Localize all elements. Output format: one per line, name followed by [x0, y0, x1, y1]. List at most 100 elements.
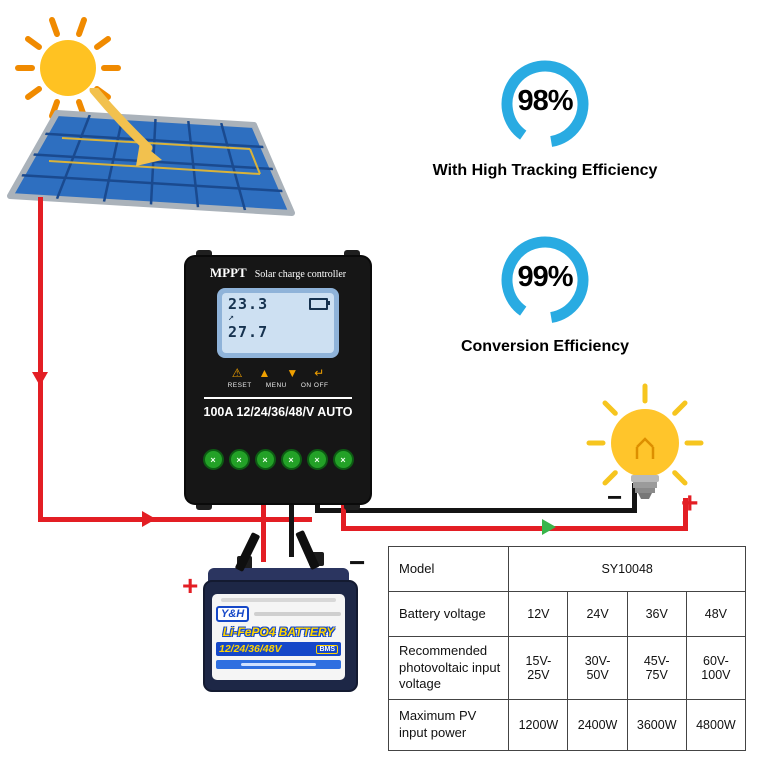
table-cell: 4800W	[685, 699, 747, 751]
table-cell: 30V-50V	[567, 636, 628, 700]
controller-rating: 100A 12/24/36/48/V AUTO	[203, 405, 353, 419]
terminal-screw: ×	[254, 449, 276, 470]
battery-bottom-strip	[216, 660, 341, 669]
wire-load-positive-horizontal	[341, 526, 688, 531]
table-cell: 60V-100V	[685, 636, 747, 700]
lcd-display: 23.3 ↗ 27.7	[217, 288, 339, 358]
controller-button-labels: RESET MENU ON OFF	[186, 382, 370, 389]
table-cell: 12V	[508, 591, 569, 637]
conversion-efficiency-value: 99%	[517, 261, 573, 293]
charge-controller: MPPT Solar charge controller 23.3 ↗ 27.7…	[186, 257, 370, 503]
controller-divider	[204, 397, 352, 399]
table-row: Model SY10048	[387, 546, 746, 592]
wire-pv-positive-vertical	[38, 197, 43, 522]
battery-icon	[309, 298, 330, 310]
wire-load-negative-horizontal	[315, 508, 637, 513]
terminal-screw: ×	[332, 449, 354, 470]
terminal-screw: ×	[280, 449, 302, 470]
bulb-filament	[635, 437, 655, 459]
lcd-load-voltage: 27.7	[228, 323, 269, 341]
battery-brand: Y&H	[216, 606, 250, 622]
controller-brand: MPPT	[209, 265, 247, 280]
table-cell: 2400W	[567, 699, 628, 751]
bulb-rays	[586, 383, 704, 486]
table-cell: 45V-75V	[626, 636, 687, 700]
ring-arc-icon	[501, 236, 589, 324]
battery-chemistry: Li-FePO4 BATTERY	[222, 625, 335, 639]
ring-arc-icon	[501, 60, 589, 148]
onoff-label: ON OFF	[300, 382, 329, 389]
table-label-pv-power: Maximum PV input power	[387, 699, 510, 751]
efficiency-ring-98: 98%	[495, 54, 595, 154]
wire-arrow-green	[542, 519, 556, 535]
reset-label: RESET	[227, 382, 252, 389]
controller-mount-tab	[196, 500, 212, 510]
bulb-base	[631, 475, 659, 499]
sun-circle	[40, 40, 96, 96]
conversion-efficiency-label: Conversion Efficiency	[460, 338, 630, 355]
sun-icon	[15, 17, 121, 119]
charge-arrow-icon: ↗	[228, 312, 235, 323]
wire-battery-positive	[261, 497, 266, 562]
efficiency-ring-99: 99%	[495, 230, 595, 330]
sun-arrowhead	[136, 142, 162, 166]
table-cell: 3600W	[626, 699, 687, 751]
wire-battery-negative	[289, 497, 294, 557]
table-cell: 15V-25V	[508, 636, 569, 700]
controller-header: MPPT Solar charge controller	[186, 257, 370, 281]
wire-arrow-right	[142, 511, 156, 527]
controller-mount-tab	[196, 250, 212, 260]
table-cell: 1200W	[508, 699, 569, 751]
wire-load-negative-riser	[632, 483, 637, 513]
wire-pv-positive-horizontal	[38, 517, 312, 522]
terminal-screw: ×	[228, 449, 250, 470]
table-row: Battery voltage 12V 24V 36V 48V	[387, 591, 747, 637]
light-bulb-icon: − +	[586, 383, 704, 520]
solar-panel	[7, 88, 295, 216]
terminal-screw: ×	[306, 449, 328, 470]
controller-buttons: ⚠ ▲ ▼ ↵	[186, 367, 370, 380]
lcd-pv-voltage: 23.3	[228, 295, 269, 313]
battery-negative-sign: −	[349, 547, 366, 578]
battery-label: Y&H Li-FePO4 BATTERY 12/24/36/48V BMS	[212, 594, 345, 680]
wire-load-negative-drop	[315, 497, 320, 513]
table-cell: 24V	[567, 591, 628, 637]
table-value-model: SY10048	[508, 546, 746, 592]
table-label-model: Model	[387, 546, 510, 592]
enter-icon: ↵	[314, 366, 325, 380]
load-negative-sign: −	[607, 482, 622, 512]
wire-arrow-down	[32, 372, 48, 386]
table-cell: 48V	[685, 591, 747, 637]
battery-fineprint	[221, 598, 336, 602]
wire-load-positive-riser	[683, 498, 688, 531]
sun-to-panel-arrow	[89, 88, 153, 153]
tracking-efficiency-value: 98%	[517, 85, 573, 117]
menu-label: MENU	[265, 382, 287, 389]
table-row: Maximum PV input power 1200W 2400W 3600W…	[387, 699, 747, 751]
controller-title: Solar charge controller	[254, 269, 347, 280]
controller-mount-tab	[344, 500, 360, 510]
panel-circuit-lines	[48, 137, 261, 175]
bulb-glass	[611, 409, 679, 477]
load-positive-sign: +	[681, 487, 699, 520]
table-row: Recommended photovoltaic input voltage 1…	[387, 636, 747, 700]
battery-clamp-negative	[295, 529, 320, 571]
warning-icon: ⚠	[231, 366, 243, 380]
spec-table: Model SY10048 Battery voltage 12V 24V 36…	[387, 546, 747, 751]
battery-voltages: 12/24/36/48V	[219, 643, 282, 655]
battery-fineprint	[254, 612, 341, 616]
terminal-screw: ×	[202, 449, 224, 470]
wire-load-positive-drop	[341, 497, 346, 531]
lcd-screen: 23.3 ↗ 27.7	[222, 293, 334, 353]
table-cell: 36V	[626, 591, 687, 637]
table-label-battery-voltage: Battery voltage	[387, 591, 510, 637]
table-label-pv-voltage: Recommended photovoltaic input voltage	[387, 636, 510, 700]
controller-mount-tab	[344, 250, 360, 260]
terminal-strip: × × × × × ×	[186, 449, 370, 470]
tracking-efficiency-label: With High Tracking Efficiency	[432, 162, 658, 179]
bms-badge: BMS	[316, 644, 338, 654]
battery-positive-sign: +	[182, 570, 199, 601]
battery-voltage-strip: 12/24/36/48V BMS	[216, 642, 341, 656]
conversion-efficiency-badge: 99% Conversion Efficiency	[425, 230, 665, 356]
